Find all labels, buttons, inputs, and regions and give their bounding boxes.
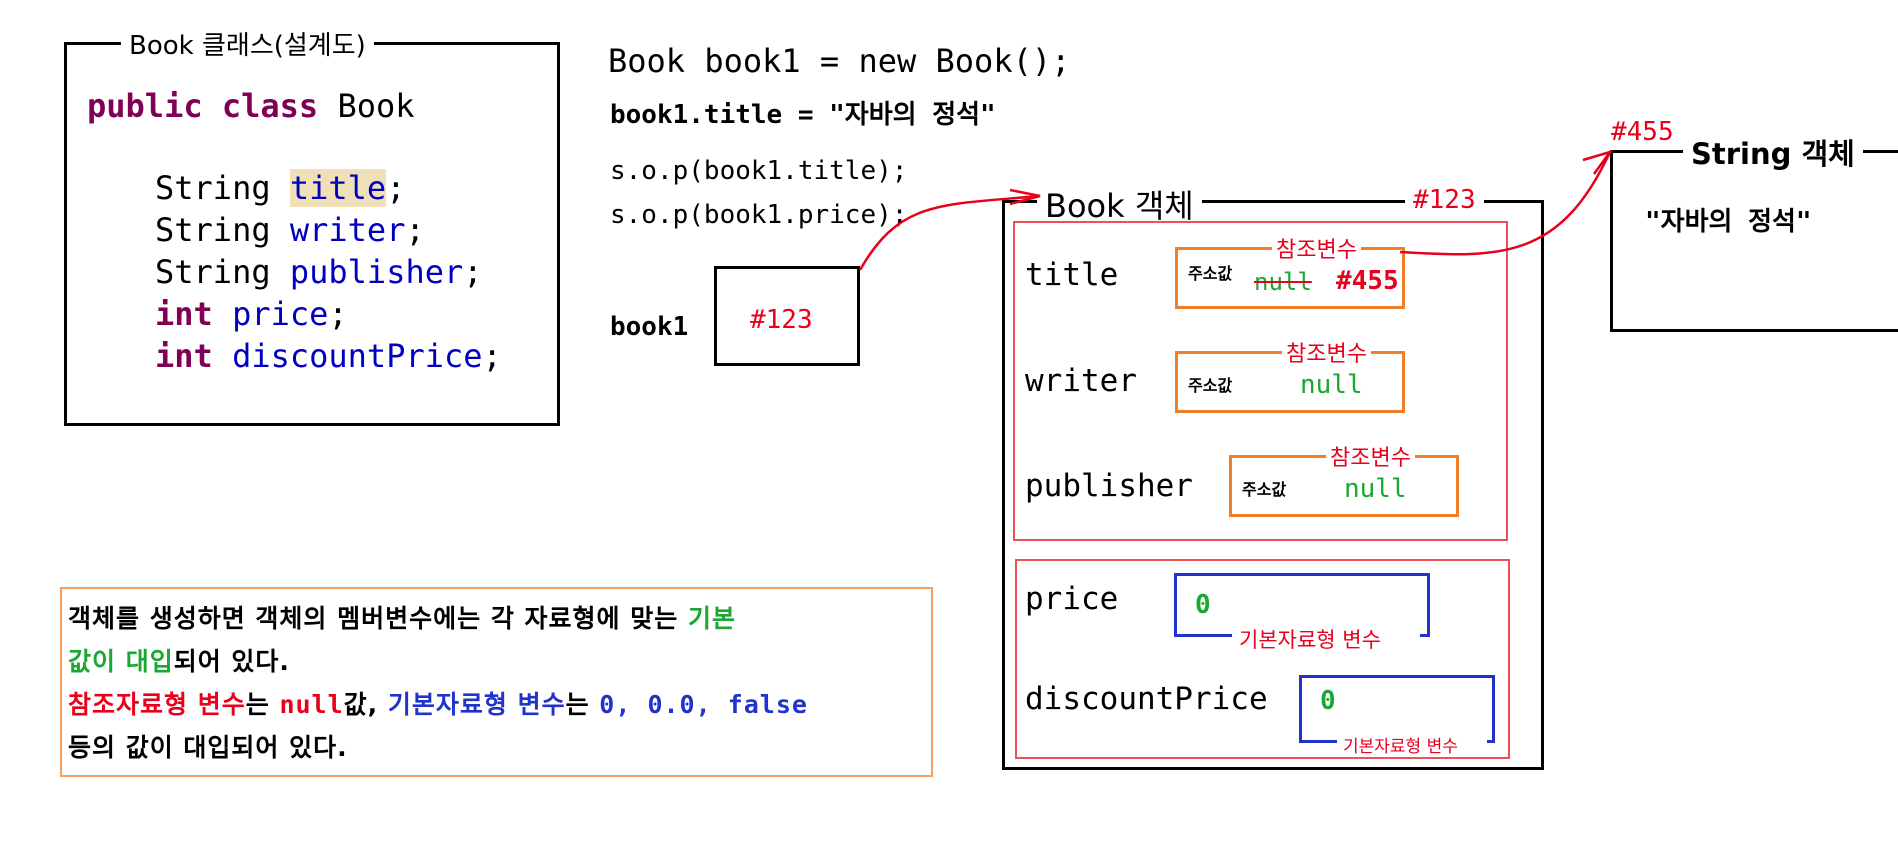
semicolon: ; bbox=[482, 337, 502, 375]
class-blueprint-box: Book 클래스(설계도) public class Book String t… bbox=[64, 25, 560, 426]
note-line-3: 참조자료형 변수는 null값, 기본자료형 변수는 0, 0.0, false bbox=[68, 683, 925, 726]
note-text: 객체를 생성하면 객체의 멤버변수에는 각 자료형에 맞는 bbox=[68, 604, 688, 633]
class-declaration: public class Book bbox=[87, 87, 415, 125]
title-address-value: #455 bbox=[1336, 266, 1399, 296]
semicolon: ; bbox=[405, 211, 425, 249]
field-name-price: price bbox=[232, 295, 329, 333]
note-reference-type: 참조자료형 변수 bbox=[68, 690, 246, 719]
publisher-reference-box: 참조변수 주소값 null bbox=[1229, 440, 1459, 517]
book1-to-book-object-arrow bbox=[858, 194, 1041, 271]
class-keyword: class bbox=[221, 87, 319, 125]
field-label-discountprice: discountPrice bbox=[1025, 681, 1268, 717]
publisher-address-label: 주소값 bbox=[1242, 480, 1287, 499]
field-type: String bbox=[155, 253, 271, 291]
book-object-address: #123 bbox=[1405, 185, 1484, 215]
discountprice-zero-value: 0 bbox=[1320, 686, 1336, 716]
title-box-label: 참조변수 bbox=[1272, 232, 1361, 264]
price-primitive-box: 0 기본자료형 변수 bbox=[1174, 573, 1430, 654]
title-reference-box: 참조변수 주소값 null #455 bbox=[1175, 232, 1405, 309]
print-title-statement: s.o.p(book1.title); bbox=[610, 156, 908, 186]
note-default-values: 0, 0.0, false bbox=[599, 690, 808, 719]
field-name-discountprice: discountPrice bbox=[232, 337, 483, 375]
note-null: null bbox=[279, 690, 344, 719]
explanation-note: 객체를 생성하면 객체의 멤버변수에는 각 자료형에 맞는 기본 값이 대입되어… bbox=[60, 587, 933, 777]
note-line-1: 객체를 생성하면 객체의 멤버변수에는 각 자료형에 맞는 기본 bbox=[68, 597, 925, 640]
primitive-fields-group: price 0 기본자료형 변수 discountPrice 0 기본자료형 변… bbox=[1015, 559, 1510, 759]
field-decl-discountprice: int discountPrice; bbox=[155, 337, 502, 375]
discountprice-box-bottom-right bbox=[1487, 740, 1495, 743]
writer-address-label: 주소값 bbox=[1188, 376, 1233, 395]
price-box-bottom-right bbox=[1420, 634, 1430, 637]
writer-reference-box: 참조변수 주소값 null bbox=[1175, 336, 1405, 413]
print-price-statement: s.o.p(book1.price); bbox=[610, 200, 908, 230]
string-object-address: #455 bbox=[1611, 117, 1674, 147]
field-decl-publisher: String publisher; bbox=[155, 253, 483, 291]
string-object-legend: String 객체 bbox=[1683, 131, 1863, 173]
field-name-title: title bbox=[289, 169, 387, 207]
new-object-statement: Book book1 = new Book(); bbox=[608, 42, 1071, 80]
string-object-value: "자바의 정석" bbox=[1645, 207, 1812, 237]
public-keyword: public bbox=[87, 87, 203, 125]
semicolon: ; bbox=[463, 253, 483, 291]
note-line-2: 값이 대입되어 있다. bbox=[68, 640, 925, 683]
note-highlight-assigned: 값이 대입 bbox=[68, 647, 174, 676]
field-decl-title: String title; bbox=[155, 169, 405, 207]
writer-box-label: 참조변수 bbox=[1282, 336, 1371, 368]
title-address-label: 주소값 bbox=[1188, 264, 1233, 283]
note-text: 되어 있다. bbox=[173, 647, 290, 676]
title-to-string-object-arrow bbox=[1399, 151, 1612, 256]
price-zero-value: 0 bbox=[1195, 590, 1211, 620]
reference-fields-group: title 참조변수 주소값 null #455 writer 참조변수 주소값… bbox=[1013, 221, 1508, 541]
field-type: String bbox=[155, 211, 271, 249]
field-decl-price: int price; bbox=[155, 295, 348, 333]
note-text: 값, bbox=[343, 690, 388, 719]
field-type: int bbox=[155, 295, 213, 333]
publisher-null-value: null bbox=[1344, 474, 1407, 504]
field-label-publisher: publisher bbox=[1025, 468, 1193, 504]
field-name-publisher: publisher bbox=[289, 253, 464, 291]
field-name-writer: writer bbox=[289, 211, 406, 249]
field-type: int bbox=[155, 337, 213, 375]
price-box-bottom-left bbox=[1174, 634, 1232, 637]
note-primitive-type: 기본자료형 변수 bbox=[387, 690, 566, 719]
field-label-price: price bbox=[1025, 581, 1119, 617]
field-label-writer: writer bbox=[1025, 363, 1137, 399]
note-text: 는 bbox=[565, 690, 600, 719]
book1-variable-label: book1 bbox=[610, 312, 689, 342]
string-object-box: #455 String 객체 "자바의 정석" bbox=[1610, 117, 1898, 332]
note-text: 는 bbox=[245, 690, 280, 719]
book1-arrowhead bbox=[1009, 188, 1041, 206]
class-name: Book bbox=[337, 87, 415, 125]
note-line-4: 등의 값이 대입되어 있다. bbox=[68, 726, 925, 769]
assign-title-statement: book1.title = "자바의 정석" bbox=[610, 100, 996, 130]
note-highlight-default: 기본 bbox=[687, 604, 736, 633]
semicolon: ; bbox=[328, 295, 348, 333]
discountprice-primitive-box: 0 기본자료형 변수 bbox=[1299, 675, 1495, 757]
discountprice-box-label: 기본자료형 변수 bbox=[1340, 732, 1461, 757]
book-object-box: Book 객체 #123 title 참조변수 주소값 null #455 wr… bbox=[1002, 181, 1544, 770]
field-decl-writer: String writer; bbox=[155, 211, 425, 249]
semicolon: ; bbox=[386, 169, 406, 207]
book-object-legend: Book 객체 bbox=[1037, 181, 1202, 227]
title-old-null-value: null bbox=[1254, 268, 1312, 296]
publisher-box-label: 참조변수 bbox=[1326, 440, 1415, 472]
writer-null-value: null bbox=[1300, 370, 1363, 400]
class-box-legend: Book 클래스(설계도) bbox=[121, 25, 374, 62]
book1-reference-box: #123 bbox=[714, 266, 860, 366]
price-box-label: 기본자료형 변수 bbox=[1235, 624, 1385, 654]
title-arrowhead bbox=[1582, 149, 1614, 175]
discountprice-box-bottom-left bbox=[1299, 740, 1337, 743]
book1-address-value: #123 bbox=[750, 305, 813, 335]
field-label-title: title bbox=[1025, 257, 1119, 293]
note-text: 등의 값이 대입되어 있다. bbox=[68, 733, 348, 762]
field-type: String bbox=[155, 169, 271, 207]
